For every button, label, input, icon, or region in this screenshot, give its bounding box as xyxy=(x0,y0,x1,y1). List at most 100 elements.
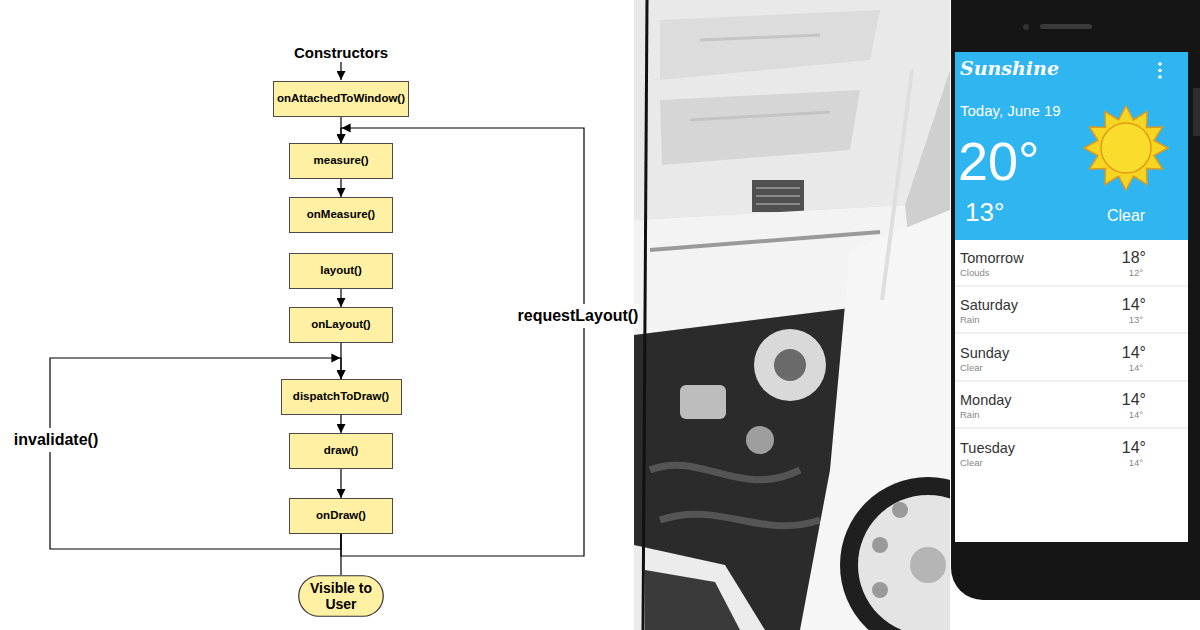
row-divider xyxy=(955,428,1188,429)
flow-connector xyxy=(341,289,342,307)
date-text: Today, June 19 xyxy=(960,102,1061,119)
forecast-condition: Rain xyxy=(960,410,980,421)
row-divider xyxy=(955,286,1188,287)
speaker xyxy=(1040,24,1092,29)
side-button xyxy=(1193,88,1200,136)
sun-icon xyxy=(1084,106,1168,190)
forecast-condition: Clear xyxy=(960,363,983,374)
menu-dot xyxy=(1158,75,1162,79)
terminal-shape xyxy=(299,576,384,617)
vent-slats xyxy=(756,188,800,204)
box-label: dispatchToDraw() xyxy=(293,390,389,403)
forecast-day: Tuesday xyxy=(960,440,1015,457)
flow-connector xyxy=(341,117,342,143)
forecast-day: Tomorrow xyxy=(960,250,1024,267)
row-divider xyxy=(955,333,1188,334)
forecast-high: 18° xyxy=(1122,249,1146,267)
lifecycle-step: dispatchToDraw() xyxy=(281,379,402,415)
row-divider xyxy=(955,381,1188,382)
start-arrow xyxy=(340,62,341,80)
box-label: Visible to User xyxy=(298,580,384,612)
connector-line xyxy=(340,343,341,379)
hood-rib-line xyxy=(690,35,830,120)
flow-connector xyxy=(341,469,342,498)
weather-header xyxy=(955,52,1188,240)
forecast-day: Sunday xyxy=(960,345,1009,362)
box-label: onDraw() xyxy=(316,509,366,522)
connector-line xyxy=(340,289,341,307)
forecast-low: 14° xyxy=(1129,363,1143,374)
forecast-day: Monday xyxy=(960,392,1012,409)
current-high-temp: 20° xyxy=(958,130,1040,192)
flow-connector xyxy=(341,343,342,379)
lifecycle-step: draw() xyxy=(289,433,393,469)
lifecycle-step: onLayout() xyxy=(289,307,393,343)
camera xyxy=(1023,24,1029,30)
strut-top xyxy=(774,349,806,381)
forecast-low: 14° xyxy=(1129,458,1143,469)
junction-arrow-head xyxy=(331,354,340,363)
flow-connector xyxy=(341,534,342,575)
connector-line xyxy=(340,534,341,575)
box-label: measure() xyxy=(314,154,369,167)
cable xyxy=(643,0,647,630)
flow-connector xyxy=(341,179,342,197)
forecast-high: 14° xyxy=(1122,344,1146,362)
sun-disc xyxy=(1101,123,1151,173)
rim-hole xyxy=(872,537,888,553)
box-label: draw() xyxy=(324,444,359,457)
wheel-hub xyxy=(910,547,946,583)
start-label: Constructors xyxy=(294,44,388,61)
phone-screen xyxy=(955,52,1188,542)
forecast-condition: Clear xyxy=(960,458,983,469)
junction-arrow-head xyxy=(342,124,351,133)
lifecycle-step: layout() xyxy=(289,253,393,289)
menu-dot xyxy=(1158,69,1162,73)
forecast-condition: Clouds xyxy=(960,268,990,279)
forecast-high: 14° xyxy=(1122,391,1146,409)
box-label: onAttachedToWindow() xyxy=(277,92,405,105)
headlight-housing xyxy=(634,545,765,630)
lifecycle-step: measure() xyxy=(289,143,393,179)
strut-tower xyxy=(754,329,826,401)
phone-mockup xyxy=(950,0,1200,630)
connector-line xyxy=(340,469,341,498)
forecast-low: 13° xyxy=(1129,315,1143,326)
forecast-day: Saturday xyxy=(960,297,1018,314)
wiper xyxy=(650,232,880,250)
connector-line xyxy=(340,415,341,433)
hood-prop-rod xyxy=(882,70,912,300)
reservoir-cap xyxy=(746,426,774,454)
end-terminal: Visible to User xyxy=(298,575,384,617)
lifecycle-step: onAttachedToWindow() xyxy=(273,81,409,117)
phone-body xyxy=(951,0,1200,600)
lifecycle-step: onDraw() xyxy=(289,498,393,534)
app-title: Sunshine xyxy=(960,58,1059,80)
hood-rib xyxy=(660,90,860,165)
flow-connector xyxy=(341,415,342,433)
rim-hole xyxy=(892,502,908,518)
hood-underside xyxy=(634,0,950,220)
box-label: layout() xyxy=(320,264,362,277)
current-condition: Clear xyxy=(1107,207,1145,225)
headlight xyxy=(645,570,740,630)
forecast-low: 12° xyxy=(1129,268,1143,279)
hood-rib xyxy=(660,10,880,80)
forecast-low: 14° xyxy=(1129,410,1143,421)
connector-line xyxy=(340,117,341,143)
connector-line xyxy=(340,179,341,197)
box-label: onMeasure() xyxy=(307,208,375,221)
forecast-condition: Rain xyxy=(960,315,980,326)
sun-rays xyxy=(1084,106,1168,190)
connector-label: invalidate() xyxy=(14,428,98,452)
lifecycle-step: onMeasure() xyxy=(289,197,393,233)
hood-vent xyxy=(752,180,804,212)
forecast-high: 14° xyxy=(1122,296,1146,314)
engine-hose xyxy=(650,465,820,526)
rim-hole xyxy=(872,582,888,598)
forecast-high: 14° xyxy=(1122,439,1146,457)
menu-dot xyxy=(1158,62,1162,66)
box-label: onLayout() xyxy=(311,318,370,331)
current-low-temp: 13° xyxy=(965,198,1004,228)
phone-background xyxy=(950,0,1200,630)
